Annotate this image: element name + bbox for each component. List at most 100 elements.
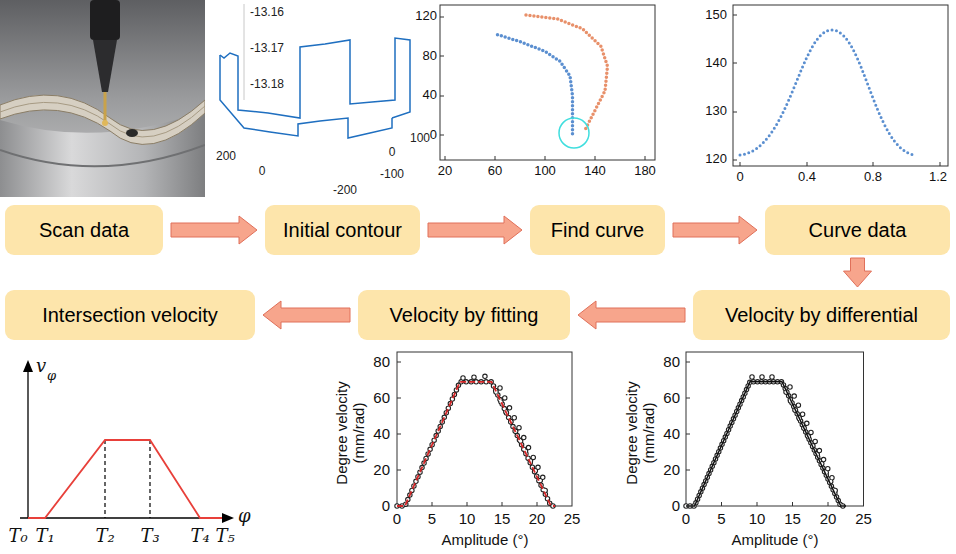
time-mark: T₃ [140,526,159,547]
tick-label: 0 [682,510,690,527]
process-box: Initial contour [265,205,420,255]
tick-label: 40 [663,425,680,442]
probe-cone [93,40,117,92]
tick-label: 140 [705,56,727,71]
time-mark: T₂ [95,526,114,547]
tick-label: 20 [663,461,680,478]
tick-marks [733,15,940,166]
flow-arrow [263,301,350,329]
velocity-line [686,382,846,506]
tick-label: 40 [373,425,390,442]
sheet-line [0,102,205,137]
photo-background [0,0,205,197]
box-label: Scan data [39,219,129,242]
tick-label: 100 [534,164,556,179]
axis-symbol: v [36,356,46,377]
tick-label: 0.8 [864,170,882,185]
tick-label: 20 [820,510,837,527]
tick-label: 15 [784,510,801,527]
tick-label: 130 [705,104,727,119]
dashed-guide [105,440,150,518]
process-box: Curve data [765,205,950,255]
tick-label: 20 [438,164,452,179]
curve-data-plot [733,5,948,166]
data-points [397,382,555,506]
tick-label: 80 [663,353,680,370]
curve-plot [440,5,655,160]
curve-points [498,35,573,135]
process-box: Intersection velocity [5,290,255,340]
flow-arrow [844,258,872,287]
data-points [686,382,846,506]
axis-title: Amplitude (°) [442,531,529,548]
flow-arrow [171,216,257,244]
tick-label: 0 [382,497,390,514]
curve-points [526,15,608,130]
tick-label: 1.2 [929,170,947,185]
tick-label: 10 [749,510,766,527]
fitting-plot [397,352,572,506]
tick-label: 80 [423,49,437,64]
tick-label: -100 [380,168,404,182]
cylinder-edge [0,145,205,166]
tick-label: 60 [488,164,502,179]
tick-label: 0 [389,146,396,160]
data-points [463,376,550,500]
tick-label: 200 [216,150,236,164]
time-mark: T₅ [215,526,234,547]
tick-label: 10 [459,510,476,527]
data-points [752,377,839,498]
time-mark: T₄ [190,526,209,547]
scan-plot [220,4,410,138]
tick-label: 140 [584,164,606,179]
box-label: Velocity by differential [725,304,918,327]
tick-label: -13.18 [250,78,284,92]
time-mark: T₁ [35,526,54,547]
process-box: Find curve [530,205,665,255]
tick-label: 100 [410,132,430,146]
tick-label: 60 [373,389,390,406]
box-label: Velocity by fitting [390,304,539,327]
probe-body [90,0,120,40]
axis-symbol: φ [238,506,251,527]
tick-label: 150 [705,8,727,23]
differential-plot [686,352,864,506]
tick-label: -13.17 [250,42,284,56]
tick-label: 40 [423,88,437,103]
photo [0,0,205,197]
axis-subscript: φ [47,369,56,384]
tick-label: 0 [393,510,401,527]
probe-stylus [104,92,107,121]
time-mark: T₀ [8,526,27,547]
process-box: Velocity by differential [693,290,950,340]
box-label: Find curve [551,219,644,242]
plot-frame [440,5,655,160]
fitted-line [397,382,555,506]
plot-frame [397,352,572,506]
scan-trace [220,38,410,118]
tick-label: 5 [428,510,436,527]
axis-arrowhead [23,360,33,372]
axis-line [20,517,224,518]
scan-trace [220,55,392,138]
highlight-circle [559,118,589,148]
trapezoid-profile [28,440,222,518]
process-box: Scan data [5,205,163,255]
tick-label: 0 [259,165,266,179]
tick-label: 5 [717,510,725,527]
box-label: Intersection velocity [42,304,218,327]
tick-label: 120 [415,9,437,24]
box-label: Initial contour [283,219,402,242]
tick-label: 25 [855,510,872,527]
tick-label: 25 [564,510,581,527]
plot-frame [733,5,948,166]
axis-title: Amplitude (°) [732,531,819,548]
tick-label: 15 [494,510,511,527]
data-points [686,382,846,506]
process-box: Velocity by fitting [358,290,570,340]
flow-arrow [428,216,522,244]
